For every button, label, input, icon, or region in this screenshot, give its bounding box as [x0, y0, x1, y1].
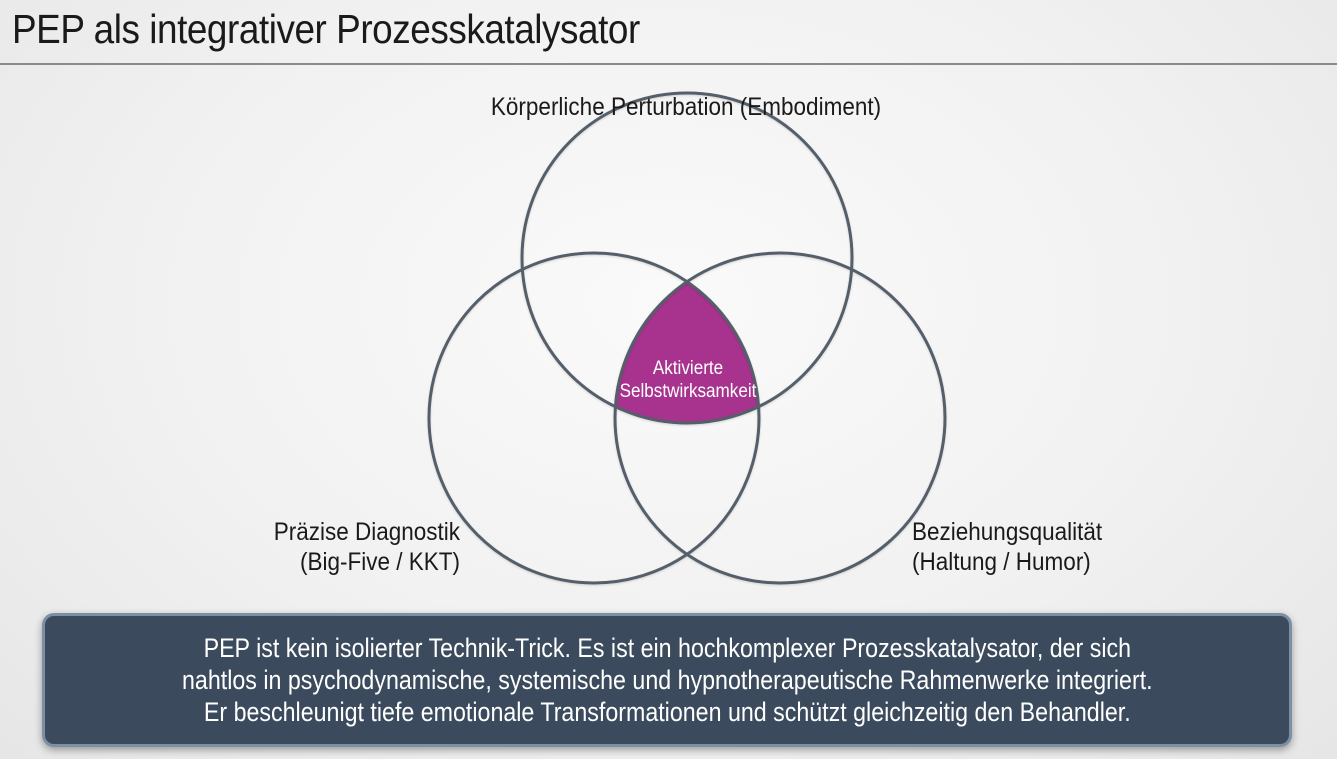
venn-label-top: Körperliche Perturbation (Embodiment): [490, 93, 882, 121]
venn-label-left-line1: Präzise Diagnostik: [273, 518, 460, 546]
slide-title: PEP als integrativer Prozesskatalysator: [12, 6, 640, 52]
title-divider: [0, 63, 1337, 65]
venn-label-left: Präzise Diagnostik (Big-Five / KKT): [274, 517, 460, 577]
summary-line-1: PEP ist kein isolierter Technik-Trick. E…: [203, 633, 1131, 663]
summary-box: PEP ist kein isolierter Technik-Trick. E…: [42, 613, 1292, 747]
venn-circle-left: [427, 251, 761, 585]
venn-intersection: [615, 253, 759, 423]
venn-label-left-line2: (Big-Five / KKT): [299, 548, 460, 576]
venn-center-label-line1: Aktivierte: [652, 358, 724, 379]
summary-text: PEP ist kein isolierter Technik-Trick. E…: [182, 632, 1153, 728]
venn-label-right-line1: Beziehungsqualität: [912, 518, 1103, 546]
venn-center-label-line2: Selbstwirksamkeit: [619, 381, 757, 402]
summary-line-2: nahtlos in psychodynamische, systemische…: [181, 665, 1153, 695]
venn-circle-right: [613, 251, 947, 585]
venn-center-label: Aktivierte Selbstwirksamkeit: [620, 357, 757, 403]
venn-circle-top: [520, 91, 854, 425]
venn-label-right-line2: (Haltung / Humor): [912, 548, 1091, 576]
summary-line-3: Er beschleunigt tiefe emotionale Transfo…: [203, 697, 1131, 727]
venn-label-right: Beziehungsqualität (Haltung / Humor): [912, 517, 1102, 577]
